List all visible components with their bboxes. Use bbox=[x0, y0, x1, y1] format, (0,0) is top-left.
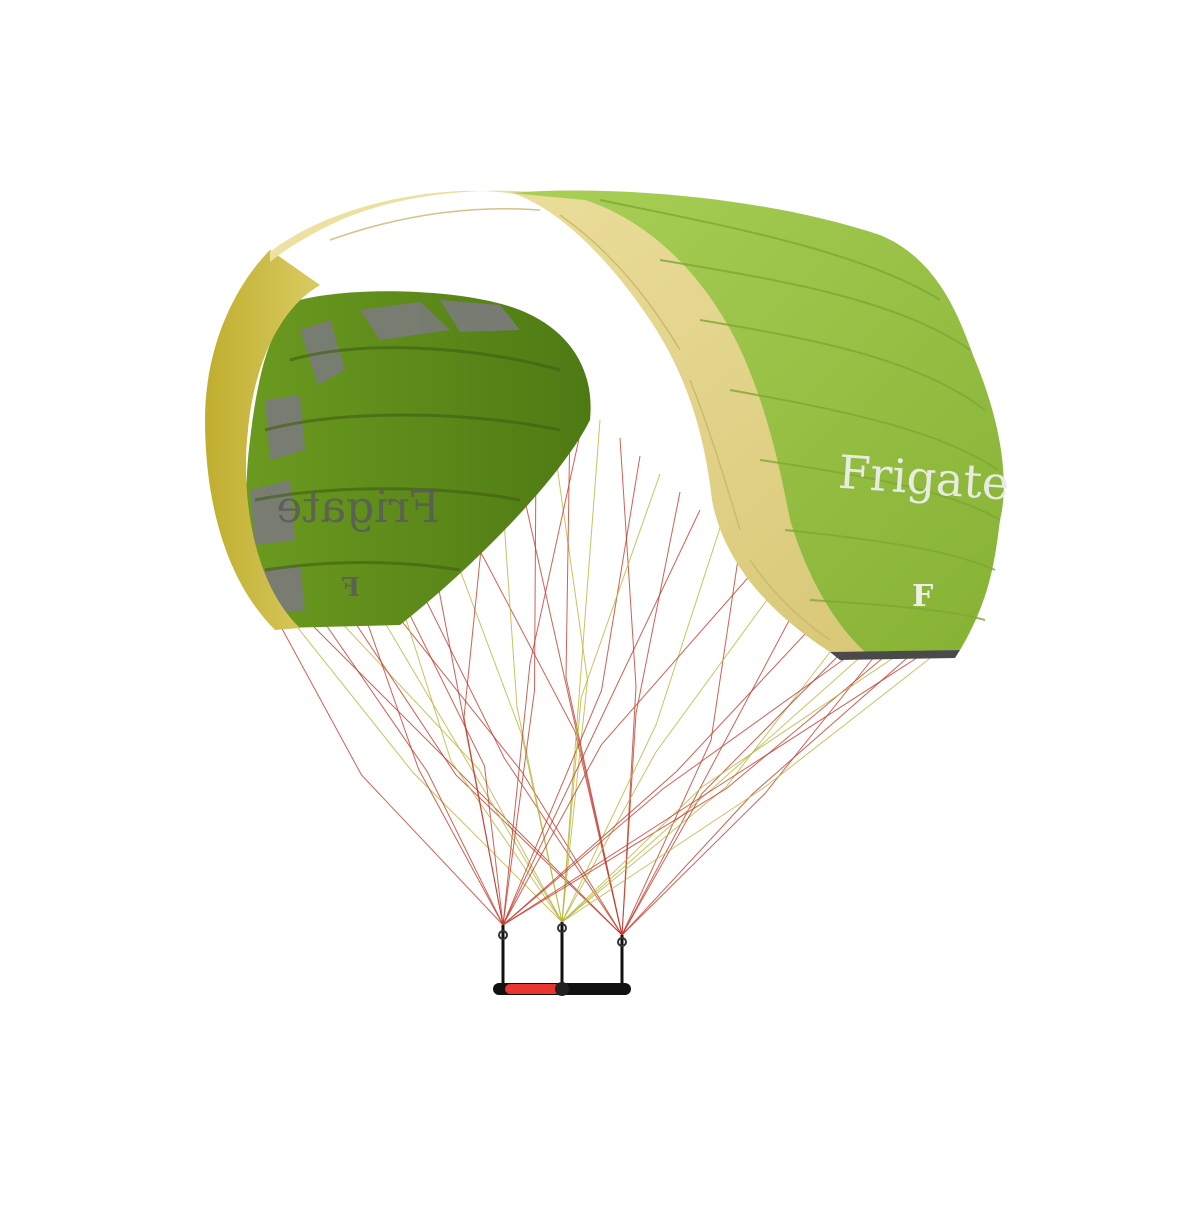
bridle-line bbox=[502, 651, 927, 926]
bridle-line bbox=[307, 620, 623, 936]
bridle-line bbox=[463, 509, 504, 926]
bridle-line bbox=[621, 545, 741, 936]
tan-seams bbox=[329, 208, 831, 641]
bridle-line bbox=[450, 545, 563, 923]
bridle-line bbox=[391, 608, 623, 936]
bridle-line bbox=[561, 473, 661, 923]
bridle-line bbox=[619, 437, 637, 936]
control-bar-assembly bbox=[493, 922, 631, 996]
bridle-line bbox=[502, 651, 855, 926]
bridle-line bbox=[552, 437, 589, 923]
bridle-line bbox=[502, 401, 588, 926]
outer-brand: Frigate bbox=[837, 445, 1012, 511]
bridle-line bbox=[502, 617, 821, 926]
bridle-line bbox=[561, 581, 781, 923]
bridle-line bbox=[399, 599, 563, 923]
bridle-line bbox=[502, 651, 891, 926]
bridle-line bbox=[502, 455, 641, 926]
inner-logo-mirrored: F bbox=[341, 573, 360, 603]
bridle-line bbox=[621, 491, 681, 936]
bridle-line bbox=[501, 491, 563, 923]
bridle-line bbox=[502, 509, 701, 926]
bridle-line bbox=[621, 599, 801, 936]
bridle-line bbox=[561, 651, 867, 923]
bridle-line bbox=[565, 419, 623, 936]
bridle-line bbox=[405, 606, 504, 926]
inner-rib-pockets bbox=[250, 300, 520, 615]
bridle-line bbox=[279, 624, 504, 926]
bridle-line bbox=[561, 419, 601, 923]
control-bar-red-grip bbox=[505, 984, 560, 994]
bridle-line bbox=[621, 651, 843, 936]
canopy-seams bbox=[599, 199, 1001, 621]
leading-edge-tan bbox=[270, 190, 865, 652]
bridle-line bbox=[502, 563, 761, 926]
bridle-line bbox=[363, 612, 504, 926]
bridle-line bbox=[561, 651, 903, 923]
bridle-lines bbox=[279, 401, 939, 936]
bridle-line bbox=[561, 527, 721, 923]
bridle-line bbox=[502, 455, 537, 926]
bridle-line bbox=[561, 651, 831, 923]
bridle-line bbox=[335, 616, 563, 923]
outer-logo: F bbox=[912, 579, 933, 614]
bridle-line bbox=[621, 651, 879, 936]
bridle-line bbox=[561, 651, 939, 923]
inner-ribs bbox=[254, 346, 561, 572]
bridle-line bbox=[621, 651, 915, 936]
bridle-line bbox=[377, 610, 563, 923]
canopy-top bbox=[510, 190, 1004, 652]
inner-brand-mirrored: Frigate bbox=[276, 482, 440, 533]
bridle-line bbox=[321, 618, 504, 926]
bridle-line bbox=[293, 622, 563, 923]
trailing-edge bbox=[830, 650, 960, 660]
left-wingtip-edge bbox=[205, 250, 320, 630]
